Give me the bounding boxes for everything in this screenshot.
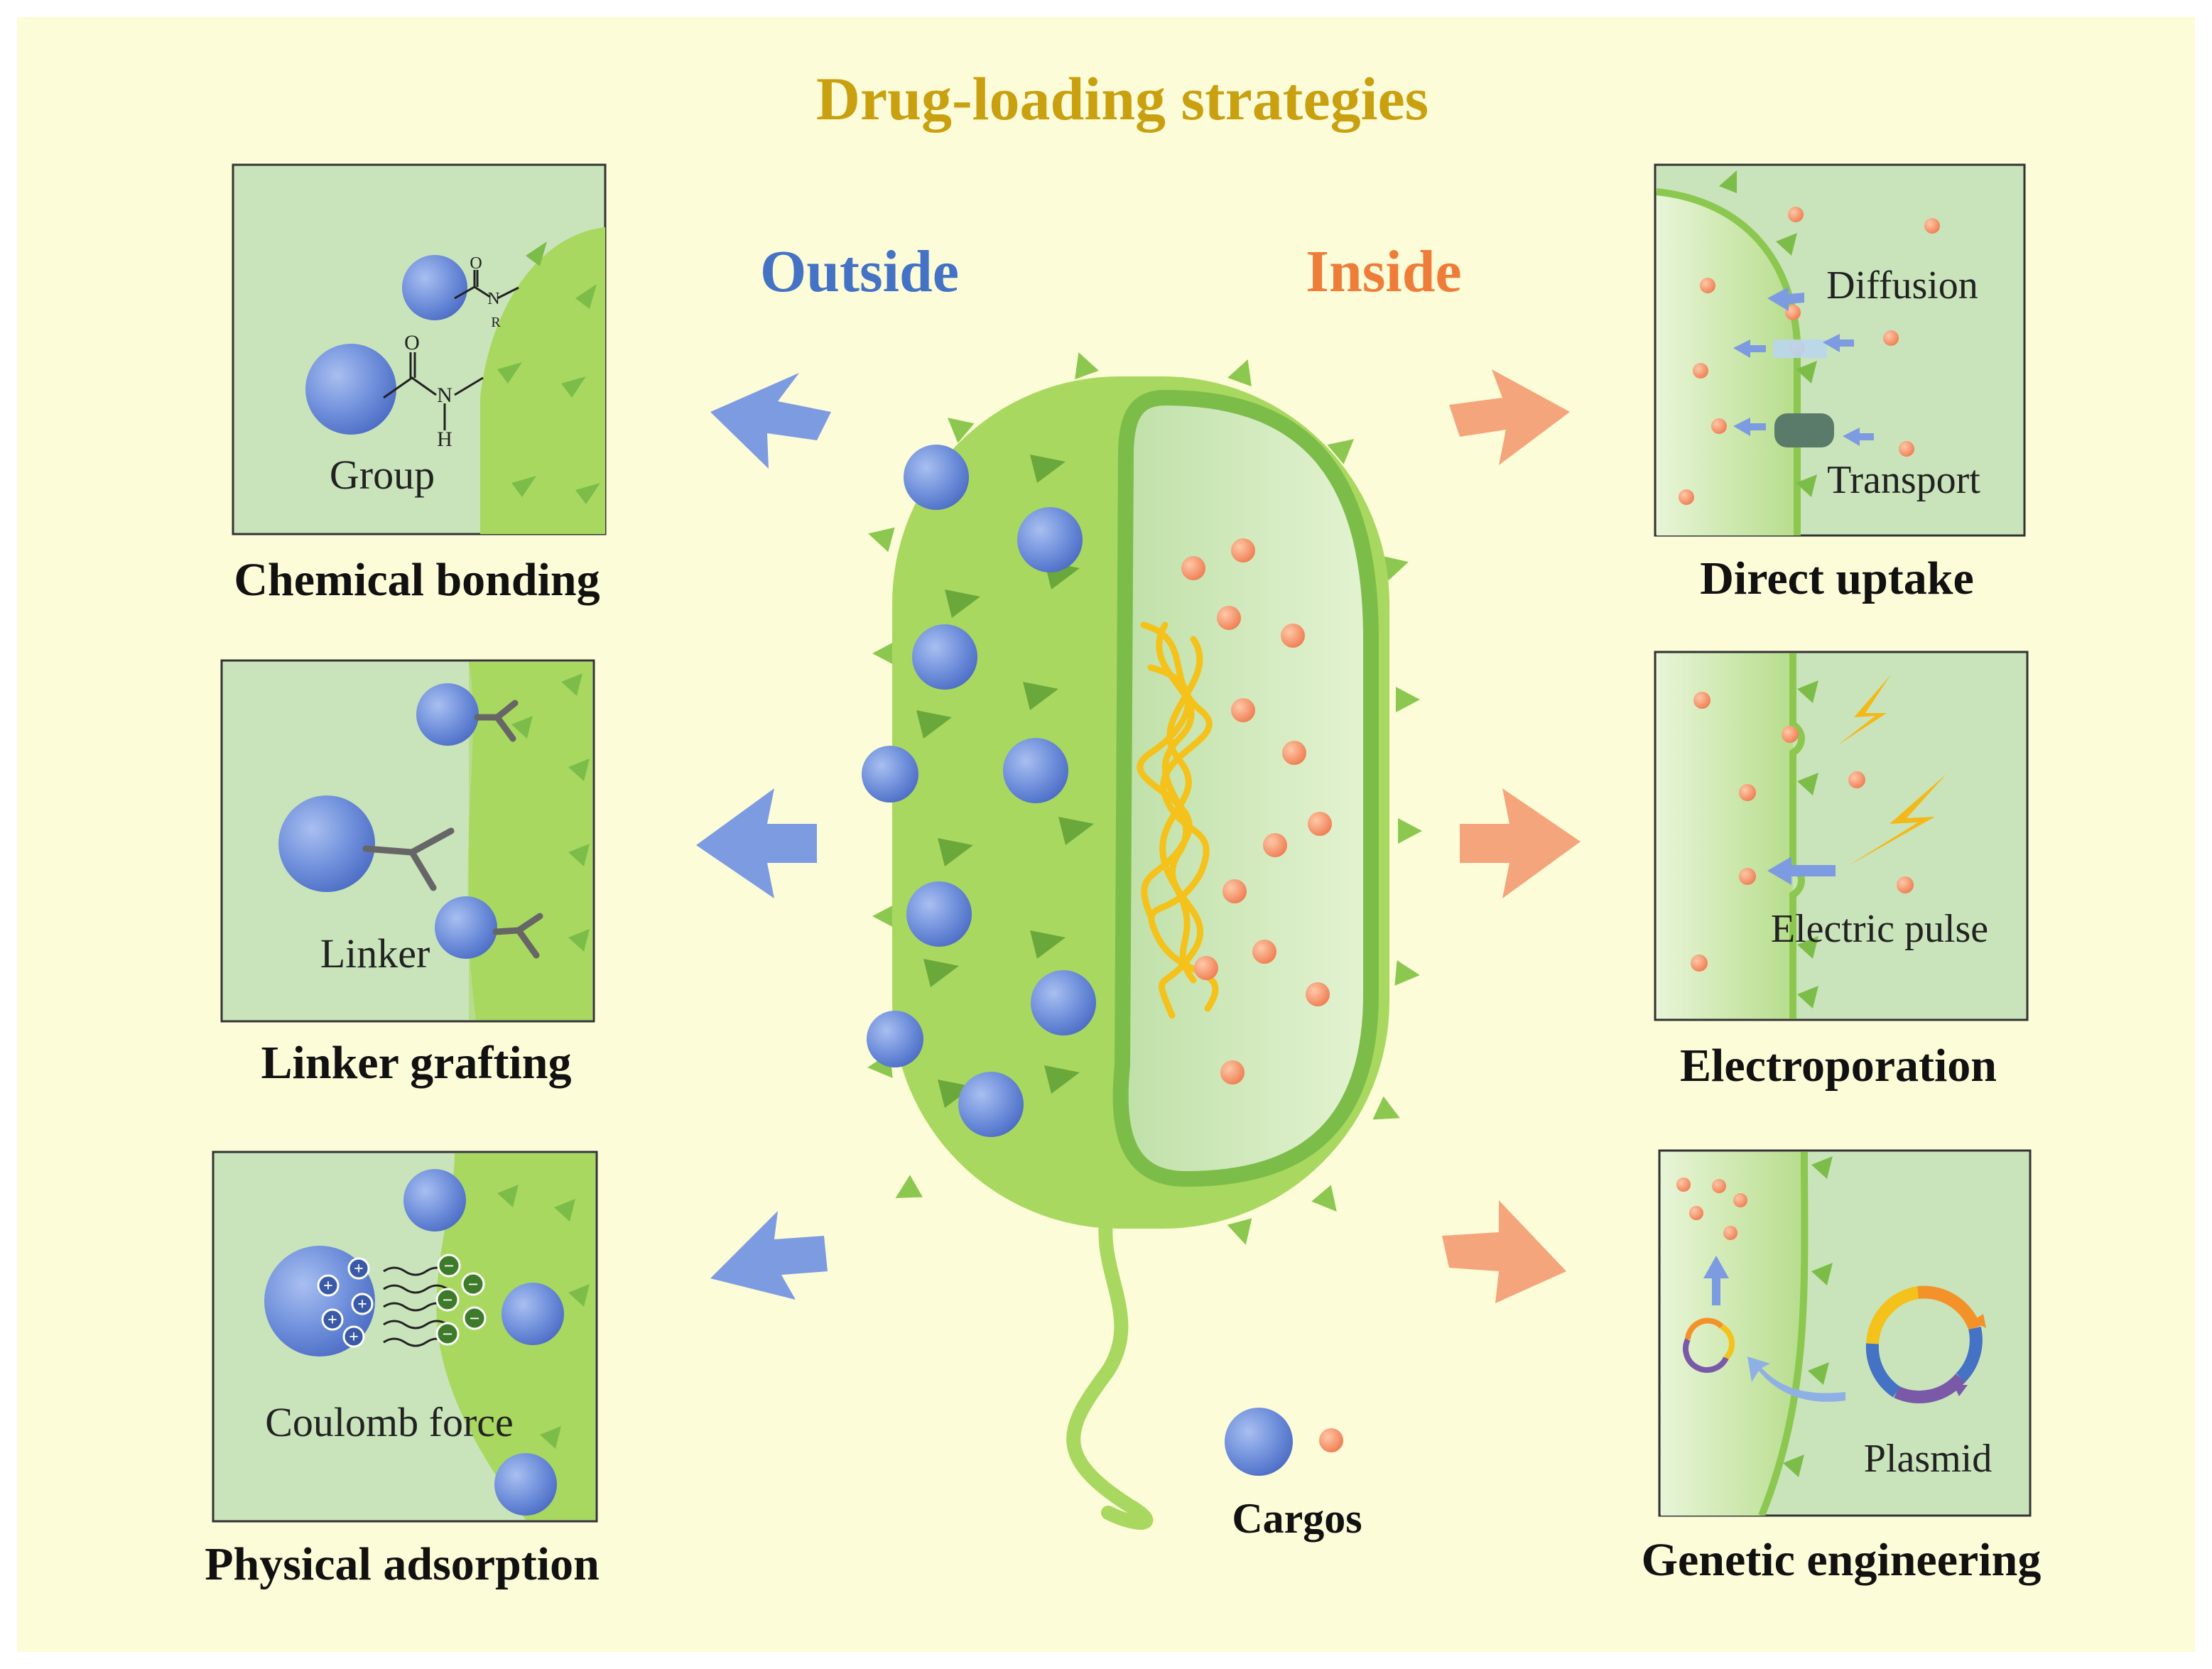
svg-text:N: N xyxy=(487,290,499,308)
arrow-to-electroporation xyxy=(1460,788,1581,898)
cargos-label: Cargos xyxy=(1232,1495,1362,1542)
arrow-to-physical-adsorption xyxy=(710,1211,828,1300)
negative-charges: − − − − − xyxy=(435,1254,487,1346)
inside-arrows xyxy=(1442,369,1581,1303)
electric-pulse-label: Electric pulse xyxy=(1771,907,1988,951)
caption-electroporation: Electroporation xyxy=(1680,1040,1997,1092)
svg-text:O: O xyxy=(404,331,420,354)
panel-physical-adsorption: + + + + + − − − − − xyxy=(212,1151,598,1523)
arrow-to-genetic-engineering xyxy=(1442,1200,1566,1303)
panel-linker-grafting: Linker xyxy=(220,659,595,1023)
arrow-to-chemical-bonding xyxy=(710,373,831,469)
svg-text:−: − xyxy=(444,1256,455,1276)
small-plasmid-icon xyxy=(1683,1317,1735,1373)
outside-label: Outside xyxy=(760,239,959,305)
outside-arrows xyxy=(696,373,831,1300)
arrow-to-direct-uptake xyxy=(1449,369,1570,465)
caption-genetic-engineering: Genetic engineering xyxy=(1642,1534,2042,1586)
cargos-legend: Cargos xyxy=(1225,1408,1362,1542)
lightning-bolt-small-icon xyxy=(1837,675,1891,746)
svg-text:+: + xyxy=(354,1260,364,1278)
linker-label: Linker xyxy=(320,930,430,977)
nucleoid-dna xyxy=(1137,621,1219,1019)
bacterium-interior xyxy=(1112,389,1379,1187)
svg-text:−: − xyxy=(468,1274,479,1295)
blue-cargo-swatch xyxy=(1225,1408,1293,1476)
surface-cargos xyxy=(862,445,1096,1137)
svg-text:+: + xyxy=(327,1311,337,1330)
svg-text:+: + xyxy=(349,1328,359,1347)
svg-text:−: − xyxy=(443,1290,453,1310)
caption-physical-adsorption: Physical adsorption xyxy=(205,1538,600,1590)
lightning-bolt-large-icon xyxy=(1847,774,1946,866)
diagram-title: Drug-loading strategies xyxy=(816,65,1428,133)
orange-cargo-swatch xyxy=(1319,1428,1343,1452)
arrow-to-linker-grafting xyxy=(696,788,817,898)
caption-direct-uptake: Direct uptake xyxy=(1700,553,1974,604)
positive-charges: + + + + + xyxy=(317,1257,374,1348)
svg-text:R: R xyxy=(491,315,501,330)
inside-label: Inside xyxy=(1306,239,1461,305)
transport-label: Transport xyxy=(1827,458,1980,502)
internal-cargos xyxy=(1181,538,1332,1084)
plasmid-icon xyxy=(1865,1285,1983,1403)
svg-text:H: H xyxy=(437,428,452,451)
plasmid-label: Plasmid xyxy=(1864,1437,1992,1481)
coulomb-force-label: Coulomb force xyxy=(265,1399,514,1445)
group-label: Group xyxy=(330,452,435,498)
svg-text:−: − xyxy=(470,1308,480,1329)
svg-text:−: − xyxy=(443,1324,453,1344)
panel-electroporation: Electric pulse xyxy=(1654,651,2029,1021)
caption-linker-grafting: Linker grafting xyxy=(261,1037,572,1089)
bacterium xyxy=(862,347,1422,1530)
channel-protein xyxy=(1773,339,1827,358)
svg-text:+: + xyxy=(357,1295,367,1314)
svg-text:O: O xyxy=(470,254,482,273)
svg-text:+: + xyxy=(323,1277,333,1295)
transporter-protein xyxy=(1774,413,1834,447)
diffusion-label: Diffusion xyxy=(1826,263,1978,308)
caption-chemical-bonding: Chemical bonding xyxy=(234,554,600,606)
svg-text:N: N xyxy=(437,384,452,407)
panel-genetic-engineering: Plasmid xyxy=(1658,1149,2032,1517)
panel-direct-uptake: Diffusion Transport xyxy=(1654,163,2026,537)
panel-chemical-bonding: O N R O N H Group xyxy=(232,163,607,536)
flagellum xyxy=(1066,1200,1154,1530)
